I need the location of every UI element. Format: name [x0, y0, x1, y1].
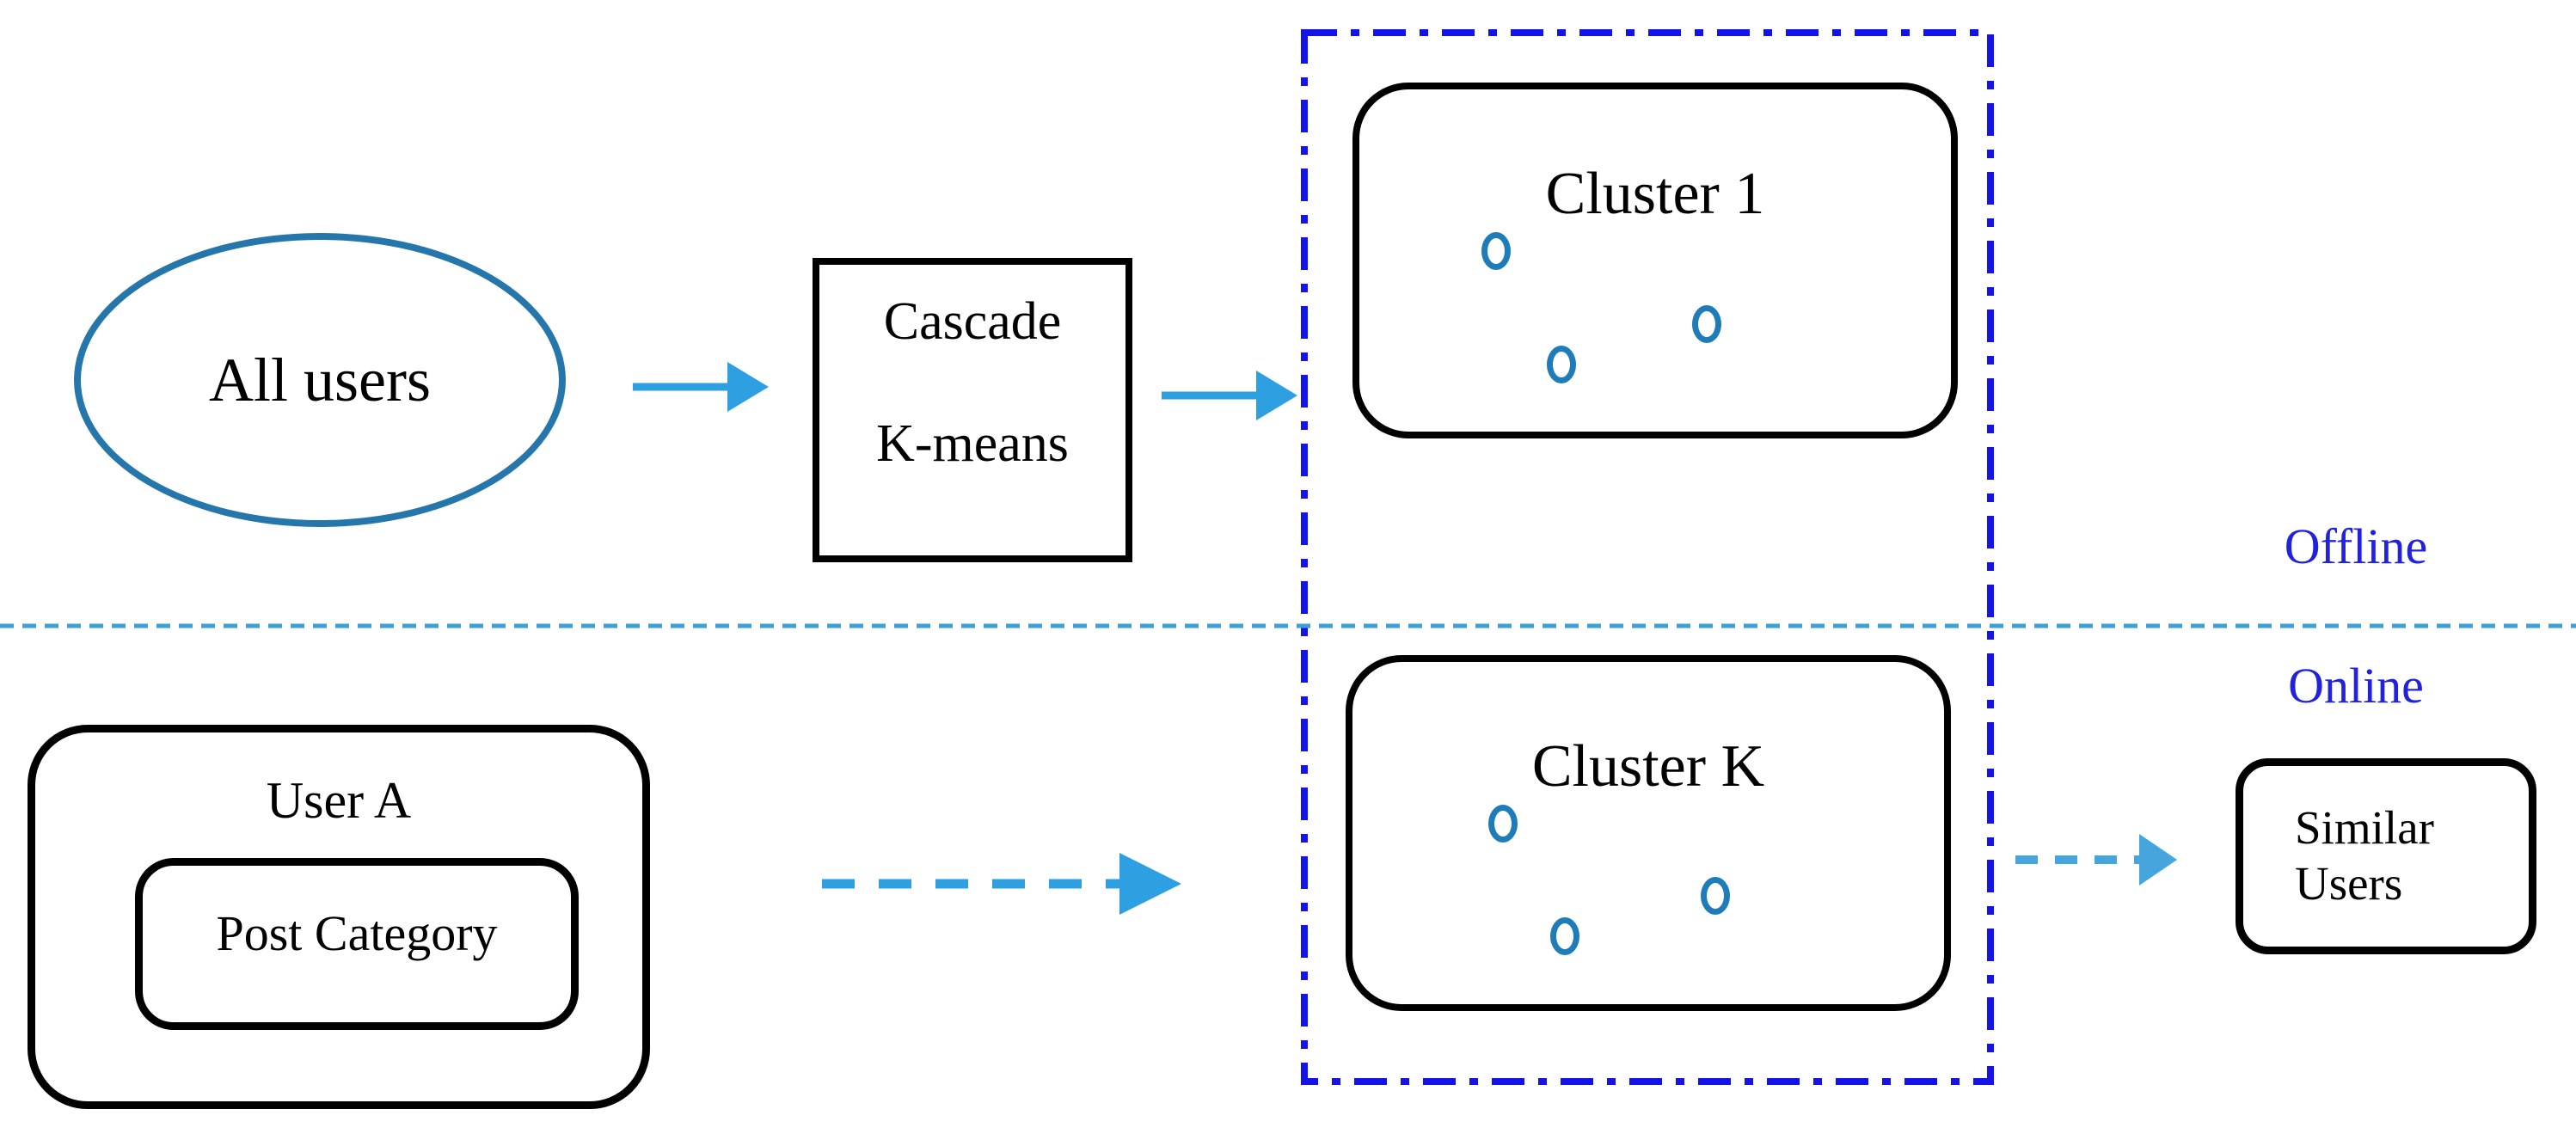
cascade-kmeans-label-line2: K-means [876, 414, 1069, 473]
dashed-arrow-usera-to-clusterk-icon [822, 853, 1181, 915]
post-category-label: Post Category [216, 905, 498, 961]
cascade-kmeans-label-line1: Cascade [883, 292, 1062, 351]
cluster-1-node: Cluster 1 [1352, 83, 1958, 438]
all-users-node: All users [74, 233, 566, 527]
offline-online-divider [0, 623, 2576, 628]
dashed-arrow-cluster-to-similar-icon [2015, 834, 2177, 886]
cluster-k-label: Cluster K [1531, 733, 1765, 800]
cluster-point-icon [1547, 346, 1576, 383]
similar-users-label-line1: Similar [2295, 801, 2434, 855]
clusters-group-frame [1301, 29, 1994, 1085]
cluster-1-label: Cluster 1 [1545, 161, 1765, 227]
cluster-point-icon [1550, 917, 1579, 955]
offline-phase-label: Offline [2284, 518, 2428, 574]
cluster-point-icon [1488, 805, 1518, 843]
all-users-label: All users [209, 345, 431, 414]
post-category-node: Post Category [135, 858, 579, 1030]
cluster-point-icon [1481, 232, 1511, 270]
solid-arrow-kmeans-to-clusters-icon [1162, 371, 1297, 420]
cluster-point-icon [1701, 877, 1730, 915]
user-a-node: User A Post Category [28, 725, 650, 1109]
similar-users-node: Similar Users [2236, 758, 2536, 954]
solid-arrow-users-to-kmeans-icon [633, 362, 769, 412]
online-phase-label: Online [2288, 658, 2424, 714]
cluster-k-node: Cluster K [1346, 655, 1951, 1011]
similar-users-label-line2: Users [2295, 857, 2403, 910]
cascade-kmeans-node: Cascade K-means [813, 258, 1132, 562]
user-a-label: User A [266, 772, 412, 829]
cluster-point-icon [1692, 305, 1721, 343]
